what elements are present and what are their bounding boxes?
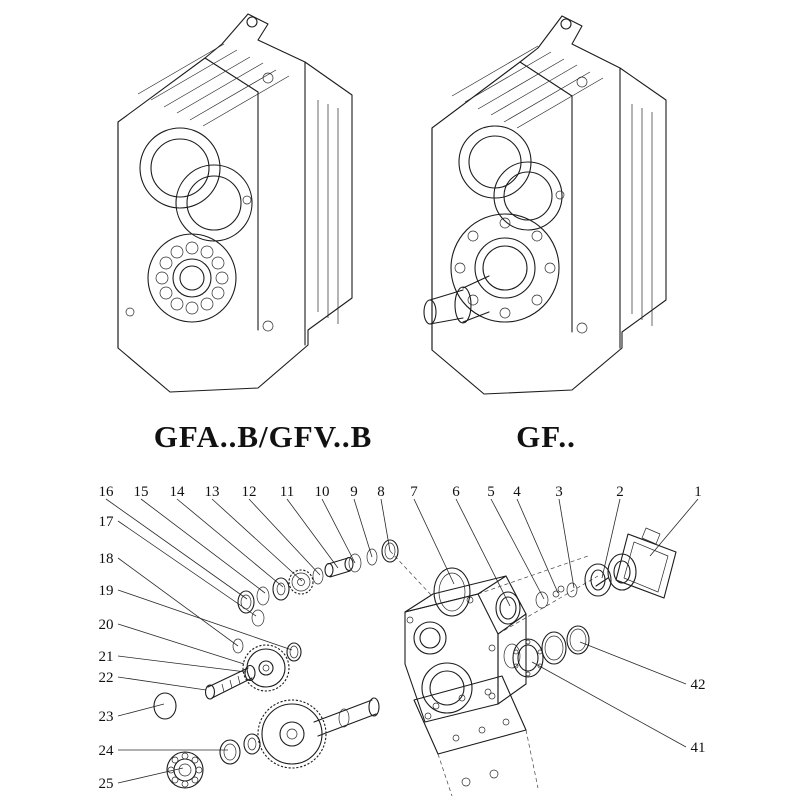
part-number-1: 1 <box>694 484 702 500</box>
intermediate-gear-set <box>153 609 302 720</box>
model-label-gfab-gfvb: GFA..B/GFV..B <box>154 419 373 454</box>
leader-line <box>117 703 165 717</box>
leader-line <box>649 498 699 557</box>
leader-line <box>117 655 247 673</box>
gearbox-drawing-gfab-gfvb <box>117 13 353 393</box>
leader-line <box>117 623 245 665</box>
leader-line <box>117 676 207 691</box>
part-number-21: 21 <box>99 649 114 665</box>
leader-line <box>531 661 687 748</box>
leader-line <box>211 498 303 582</box>
part-number-16: 16 <box>99 484 115 500</box>
part-number-15: 15 <box>134 484 149 500</box>
part-number-8: 8 <box>377 484 385 500</box>
leader-line <box>455 498 511 607</box>
part-number-11: 11 <box>280 484 294 500</box>
part-number-23: 23 <box>99 709 114 725</box>
output-bearing-and-circlips <box>512 625 590 678</box>
part-number-24: 24 <box>99 743 115 759</box>
output-shaft <box>423 275 490 325</box>
output-flange <box>450 213 560 323</box>
output-gear-set <box>166 697 380 789</box>
leader-line <box>490 498 545 600</box>
part-number-9: 9 <box>350 484 358 500</box>
leader-line <box>413 498 455 585</box>
leader-line <box>353 498 373 558</box>
leader-line <box>601 498 621 579</box>
part-number-20: 20 <box>99 617 114 633</box>
part-number-10: 10 <box>315 484 330 500</box>
assembly-axis <box>437 753 453 797</box>
leader-line <box>117 520 257 617</box>
part-number-22: 22 <box>99 670 114 686</box>
leader-line <box>286 498 339 569</box>
leader-line <box>579 641 687 685</box>
leader-line <box>117 589 293 651</box>
part-number-4: 4 <box>513 484 521 500</box>
leader-line <box>321 498 356 564</box>
part-number-5: 5 <box>487 484 495 500</box>
leader-line <box>380 498 391 552</box>
part-number-12: 12 <box>242 484 257 500</box>
housing <box>404 575 527 723</box>
part-number-18: 18 <box>99 551 114 567</box>
base-gasket-plate <box>413 675 527 787</box>
leader-line <box>117 767 184 784</box>
bearing-detail <box>147 233 237 323</box>
leader-line <box>117 557 239 647</box>
part-number-13: 13 <box>205 484 220 500</box>
leader-line <box>558 498 575 589</box>
part-number-6: 6 <box>452 484 460 500</box>
leader-line <box>248 498 321 576</box>
leader-line <box>176 498 284 588</box>
part-number-2: 2 <box>616 484 624 500</box>
part-number-14: 14 <box>170 484 186 500</box>
assembly-axis <box>477 555 589 595</box>
part-number-17: 17 <box>99 514 115 530</box>
motor-unit <box>595 527 677 599</box>
assembly-axis <box>497 575 599 635</box>
part-number-25: 25 <box>99 776 114 792</box>
assembly-axis <box>389 550 433 597</box>
part-number-41: 41 <box>691 740 706 756</box>
part-number-7: 7 <box>410 484 418 500</box>
leader-line <box>140 498 266 594</box>
part-number-42: 42 <box>691 677 706 693</box>
assembly-axis <box>525 729 539 789</box>
model-label-gf: GF.. <box>516 419 576 454</box>
exploded-view: 16 15 14 13 12 11 10 9 8 7 6 5 4 3 2 1 1… <box>99 484 706 797</box>
gasket-ring <box>433 567 471 617</box>
input-shaft-train <box>237 539 399 614</box>
gearbox-drawing-gf <box>423 15 667 395</box>
leader-line <box>516 498 559 594</box>
part-number-3: 3 <box>555 484 563 500</box>
leader-line <box>105 498 248 600</box>
part-number-19: 19 <box>99 583 114 599</box>
input-flange-and-rings <box>495 563 612 625</box>
